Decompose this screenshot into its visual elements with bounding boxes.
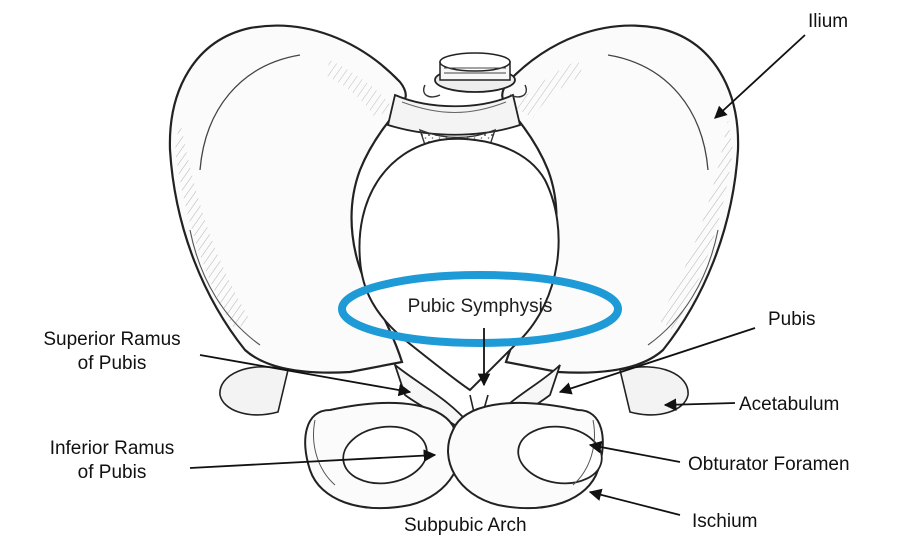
label-subpubic-arch: Subpubic Arch: [404, 514, 527, 537]
right-acetabulum: [620, 367, 688, 415]
obturator-foramen-leader: [590, 445, 680, 462]
label-superior-ramus-line2: of Pubis: [12, 352, 212, 375]
label-ischium: Ischium: [692, 510, 757, 533]
ischium-leader: [590, 492, 680, 515]
label-pubis: Pubis: [768, 308, 816, 331]
label-inferior-ramus-line1: Inferior Ramus: [12, 437, 212, 460]
ilium-leader: [715, 35, 805, 118]
label-ilium: Ilium: [808, 10, 848, 33]
label-superior-ramus-line1: Superior Ramus: [12, 328, 212, 351]
label-pubic-symphysis: Pubic Symphysis: [360, 296, 600, 318]
left-acetabulum: [220, 367, 288, 415]
right-obturator: [448, 403, 605, 508]
label-acetabulum: Acetabulum: [739, 393, 839, 416]
left-obturator: [305, 403, 460, 508]
label-obturator-foramen: Obturator Foramen: [688, 453, 850, 476]
label-inferior-ramus-line2: of Pubis: [12, 461, 212, 484]
